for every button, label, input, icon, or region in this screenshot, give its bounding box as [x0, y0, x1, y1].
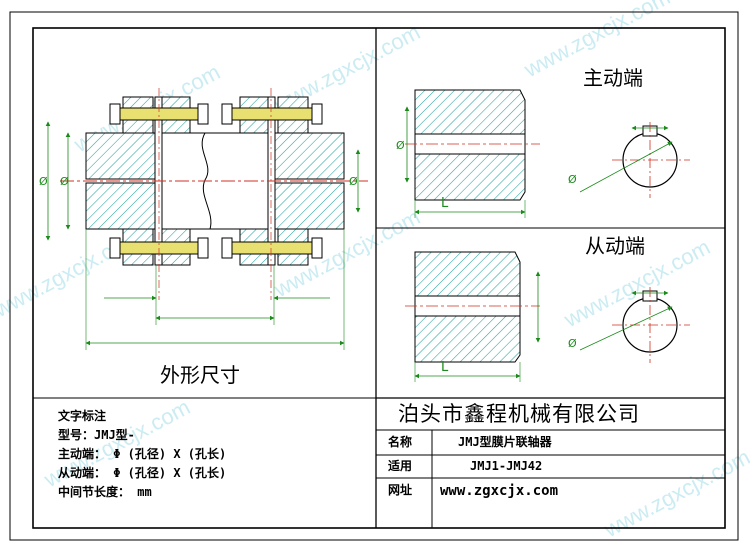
title-label-website: 网址 — [388, 483, 413, 497]
notes-driven-end: 从动端： Φ (孔径) X (孔长) — [58, 466, 227, 480]
notes-model: 型号：JMJ型- — [58, 428, 135, 442]
left-hub-bottom — [85, 182, 157, 230]
notes-driver-end: 主动端： Φ (孔径) X (孔长) — [58, 447, 227, 461]
notes-spacer-length: 中间节长度： mm — [58, 485, 152, 499]
title-value-name: JMJ型膜片联轴器 — [458, 435, 552, 449]
title-value-website: www.zgxcjx.com — [440, 483, 559, 499]
right-hub-bottom — [273, 182, 345, 230]
dim-length-label: L — [441, 360, 449, 375]
outer-frame — [9, 11, 739, 541]
title-label-applicable: 适用 — [388, 459, 413, 473]
left-hub-top — [85, 132, 157, 180]
dim-diameter-label: Ø — [568, 173, 577, 186]
driver-end-title: 主动端 — [583, 66, 643, 90]
dim-diameter-label: Ø — [39, 175, 48, 188]
assembly-section-view — [45, 88, 368, 350]
outline-view-title: 外形尺寸 — [160, 363, 240, 387]
company-name: 泊头市鑫程机械有限公司 — [398, 402, 640, 426]
title-value-applicable: JMJ1-JMJ42 — [470, 459, 543, 473]
driven-end-title: 从动端 — [585, 234, 645, 258]
dim-length-label: L — [441, 196, 449, 211]
title-label-name: 名称 — [388, 435, 413, 449]
dim-diameter-label: Ø — [60, 175, 69, 188]
driver-end-view — [404, 89, 690, 218]
break-line — [201, 132, 212, 230]
title-block-lines — [376, 397, 725, 528]
right-hub-top — [273, 132, 345, 180]
notes-heading: 文字标注 — [58, 409, 107, 423]
dim-diameter-label: Ø — [349, 175, 358, 188]
dim-diameter-label: Ø — [396, 139, 405, 152]
dim-diameter-label: Ø — [568, 337, 577, 350]
driven-end-view — [405, 251, 690, 382]
inner-frame — [32, 27, 726, 529]
